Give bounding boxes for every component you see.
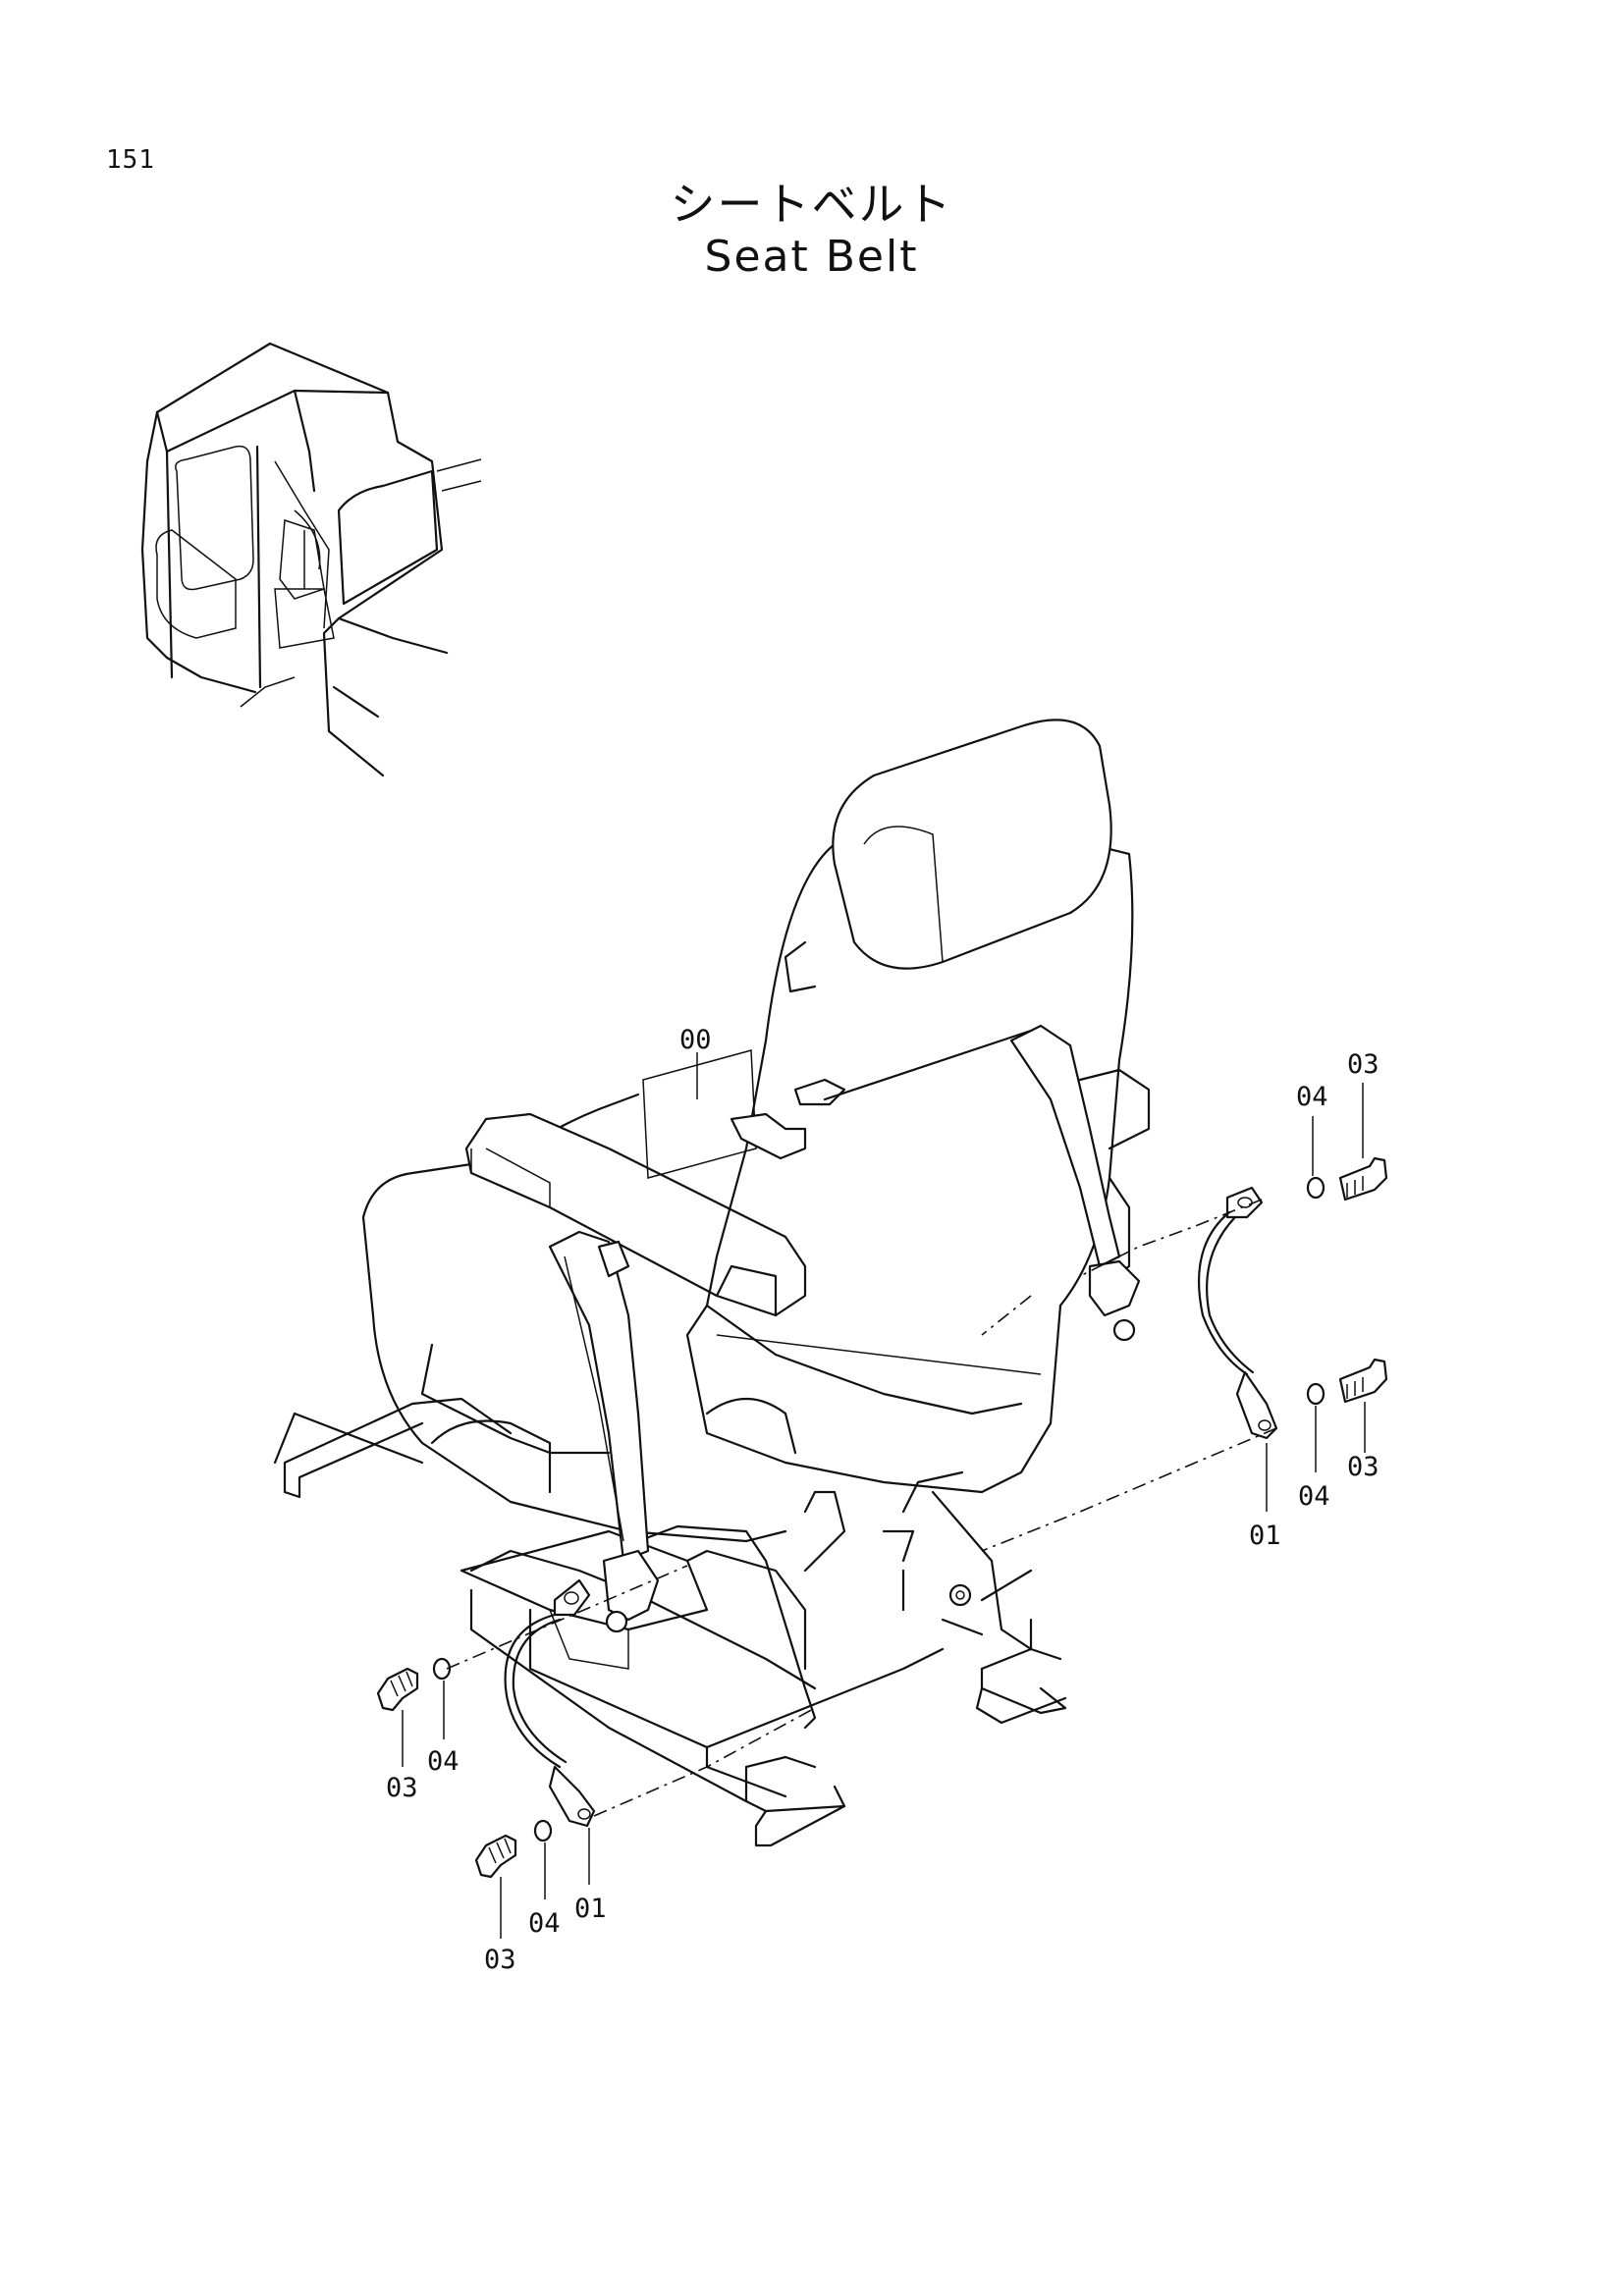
callout-03-bottom: 03 [484, 1945, 516, 1975]
assembly-centerlines [446, 1199, 1277, 1817]
callout-04-bottom: 04 [528, 1908, 561, 1939]
page-number: 151 [106, 145, 155, 175]
title-english: Seat Belt [704, 232, 919, 282]
seat-assembly-drawing [273, 719, 1151, 1847]
callout-03-right: 03 [1347, 1452, 1380, 1482]
callout-01-bottom: 01 [574, 1894, 607, 1924]
callout-leaders [402, 1052, 1366, 1939]
callout-03-left: 03 [386, 1773, 418, 1803]
callout-04-top-right: 04 [1296, 1082, 1328, 1112]
callout-03-top-right: 03 [1347, 1049, 1380, 1080]
right-anchor-cable [1197, 1156, 1388, 1440]
title-japanese: シートベルト [670, 178, 953, 231]
callout-04-left: 04 [427, 1746, 460, 1777]
callout-00: 00 [679, 1025, 712, 1055]
cab-inset-drawing [140, 342, 482, 777]
callout-01-right: 01 [1249, 1521, 1281, 1551]
left-anchor-cable [376, 1578, 596, 1879]
callout-04-right: 04 [1298, 1481, 1330, 1512]
